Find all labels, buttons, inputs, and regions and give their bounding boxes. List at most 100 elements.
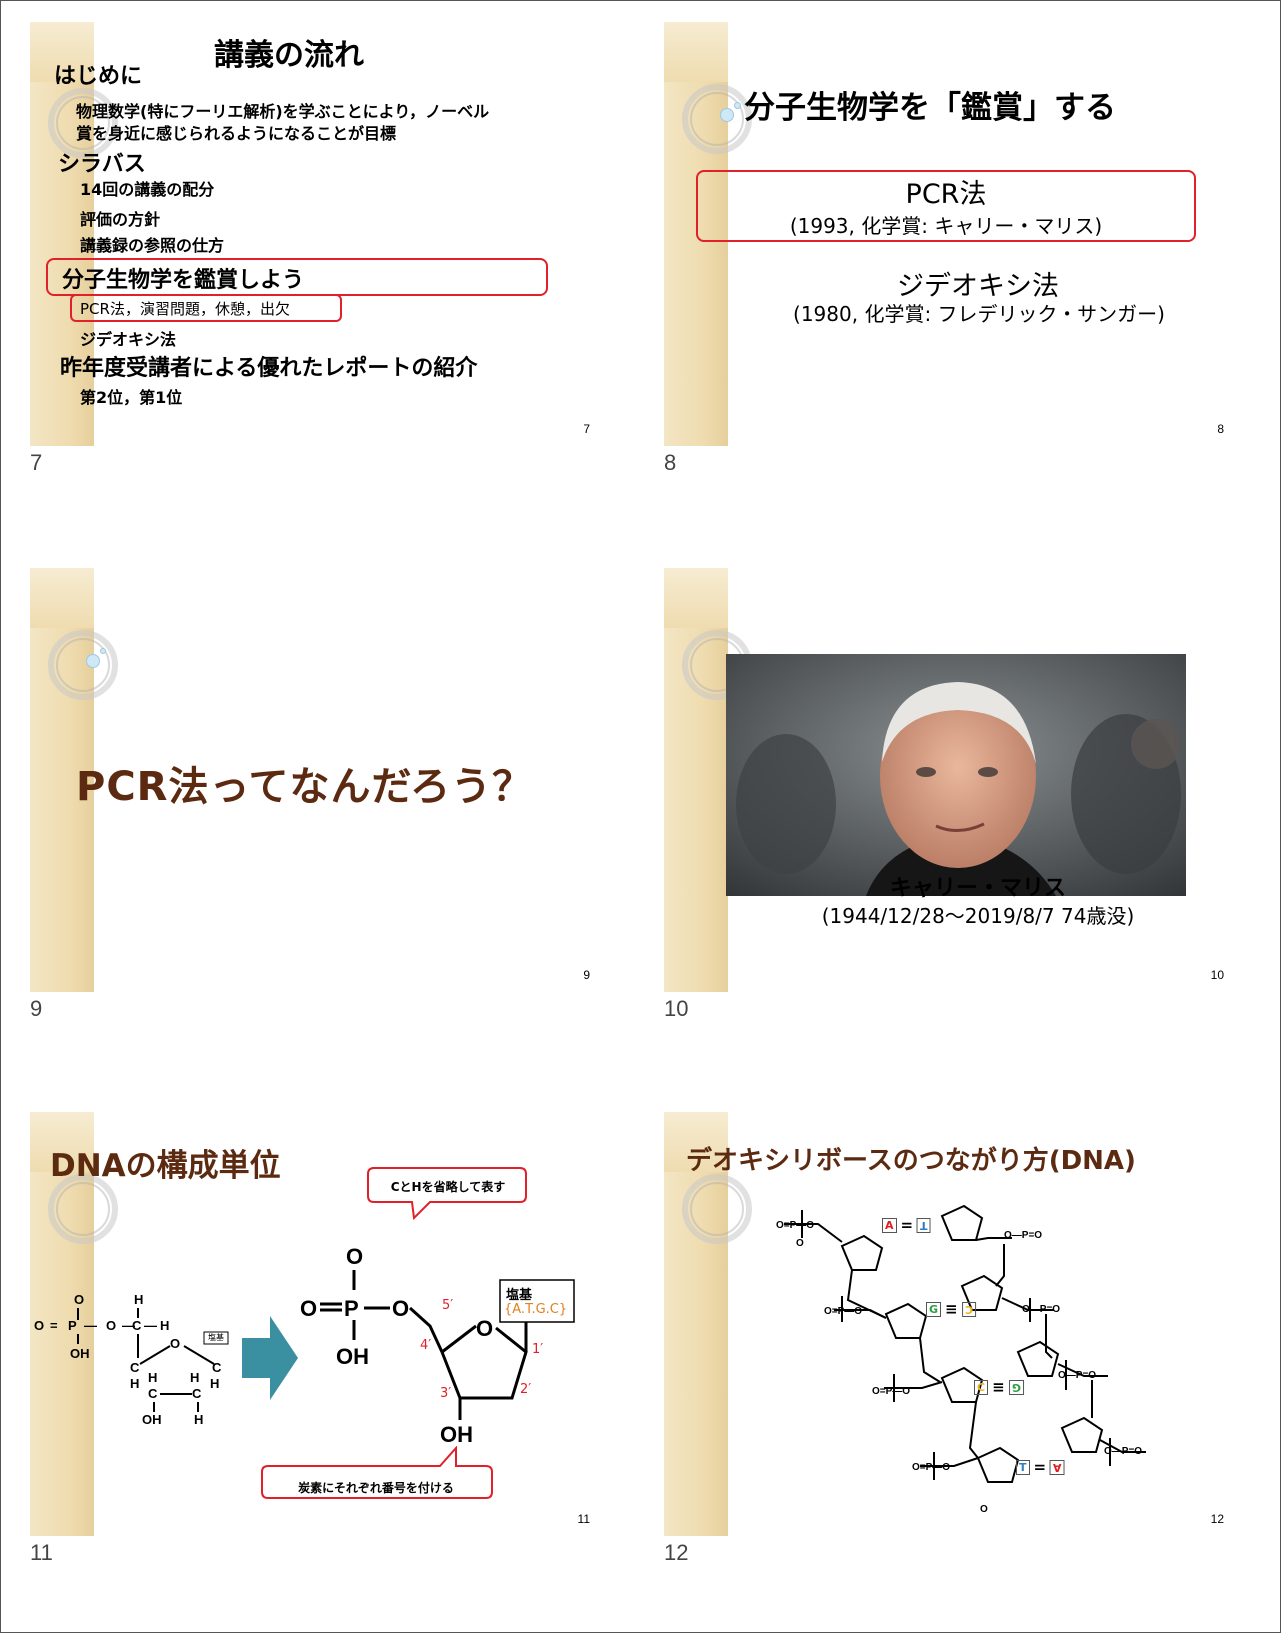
svg-text:—: — [84, 1318, 97, 1333]
heading-intro: はじめに [54, 64, 143, 89]
svg-text:—: — [122, 1318, 135, 1333]
svg-text:OH: OH [336, 1344, 369, 1369]
base-letters: {A.T.G.C} [504, 1302, 568, 1317]
svg-text:O—P=O: O—P=O [1022, 1304, 1060, 1315]
base-pair: C ≡ G [974, 1378, 1024, 1396]
svg-text:H: H [134, 1292, 143, 1307]
svg-text:C: C [130, 1360, 140, 1375]
report-item: 第2位，第1位 [80, 388, 183, 407]
svg-text:H: H [130, 1376, 139, 1391]
base-pair: A = T [882, 1216, 931, 1234]
dideoxy-subtitle: (1980, 化学賞: フレデリック・サンガー) [793, 302, 1165, 326]
svg-text:C: C [148, 1386, 158, 1401]
decorative-ring-icon [682, 1174, 752, 1244]
decorative-ring-icon [682, 84, 752, 154]
svg-text:OH: OH [142, 1412, 162, 1427]
svg-text:OH: OH [70, 1346, 90, 1361]
heading-syllabus: シラバス [58, 152, 146, 177]
small-base-label: 塩基 [208, 1333, 224, 1342]
slide-caption: 10 [664, 996, 689, 1021]
slide-10[interactable]: キャリー・マリス (1944/12/28〜2019/8/7 74歳没) 10 [664, 568, 1238, 992]
svg-text:O—P=O: O—P=O [1004, 1230, 1042, 1241]
callout-bottom [261, 1446, 493, 1499]
slide-7[interactable]: 講義の流れ はじめに 物理数学(特にフーリエ解析)を学ぶことにより，ノーベル 賞… [30, 22, 604, 446]
base-pair: G ≡ C [926, 1300, 976, 1318]
slide-9[interactable]: PCR法ってなんだろう？ 9 [30, 568, 604, 992]
heading-molecular-biology: 分子生物学を鑑賞しよう [62, 268, 305, 293]
hydrogen-bond: = [1033, 1458, 1047, 1476]
slide-8[interactable]: 分子生物学を「鑑賞」する PCR法 (1993, 化学賞: キャリー・マリス) … [664, 22, 1238, 446]
base-letter: G [926, 1301, 942, 1317]
bubble-icon [720, 108, 734, 122]
svg-text:O: O [346, 1244, 363, 1269]
decorative-ring-icon [48, 88, 118, 158]
intro-text-line-2: 賞を身近に感じられるようになることが目標 [76, 124, 397, 143]
svg-text:=: = [50, 1318, 58, 1333]
right-arrow-icon [242, 1316, 298, 1400]
syllabus-item: 講義録の参照の仕方 [80, 236, 225, 255]
dna-strand-diagram: O=P—OO O—P=OO=P—O O—P=OO=P—O O—P=OO=P—O … [776, 1204, 1146, 1515]
slide-caption: 12 [664, 1540, 689, 1565]
svg-text:O: O [300, 1296, 317, 1321]
svg-text:O: O [170, 1336, 180, 1351]
slide-number: 11 [577, 1512, 590, 1526]
svg-text:—: — [144, 1318, 157, 1333]
pcr-subtitle: (1993, 化学賞: キャリー・マリス) [789, 214, 1103, 238]
dideoxy-heading: ジデオキシ法 [897, 271, 1059, 302]
syllabus-item: 評価の方針 [80, 210, 161, 229]
decorative-ring-icon [48, 630, 118, 700]
base-letter: A [1050, 1459, 1065, 1475]
slide-caption: 11 [30, 1540, 53, 1565]
slide-caption: 9 [30, 996, 43, 1021]
svg-text:O: O [796, 1238, 804, 1249]
decorative-strip-top [30, 22, 94, 82]
svg-text:O: O [34, 1318, 44, 1333]
syllabus-item: 14回の講義の配分 [80, 180, 215, 199]
base-letter: A [882, 1217, 897, 1233]
decorative-ring-icon [56, 1182, 110, 1236]
svg-text:O=P—O: O=P—O [776, 1220, 814, 1231]
svg-text:H: H [190, 1370, 199, 1385]
slide-title: PCR法ってなんだろう？ [76, 764, 534, 810]
bubble-icon [86, 654, 100, 668]
base-letter: T [1016, 1459, 1030, 1475]
svg-text:H: H [160, 1318, 169, 1333]
base-label: 塩基 [506, 1288, 533, 1303]
slide-number: 12 [1210, 1512, 1224, 1526]
portrait-photo [726, 654, 1186, 896]
svg-text:O: O [392, 1296, 409, 1321]
decorative-strip-top [30, 568, 94, 628]
carbon-label: 2′ [520, 1382, 532, 1397]
svg-text:P: P [68, 1318, 77, 1333]
bubble-icon [100, 648, 106, 654]
svg-text:OH: OH [440, 1422, 473, 1442]
hydrogen-bond: ≡ [992, 1378, 1005, 1396]
svg-text:O=P—O: O=P—O [872, 1386, 910, 1397]
slide-title: デオキシリボースのつながり方(DNA) [686, 1146, 1136, 1176]
slide-number: 9 [583, 968, 590, 982]
callout-top [367, 1167, 527, 1221]
slide-caption: 8 [664, 450, 677, 475]
slide-11[interactable]: DNAの構成単位 CとHを省略して表す O O=P —O— C—H H OH C… [30, 1112, 604, 1536]
deoxyribose-skeletal-formula: O O P O OH O OH [300, 1244, 575, 1442]
topic-item: PCR法，演習問題，休憩，出欠 [80, 300, 290, 318]
base-letter: G [1008, 1379, 1024, 1395]
svg-text:O=P—O: O=P—O [824, 1306, 862, 1317]
person-name: キャリー・マリス [889, 876, 1066, 901]
carbon-label: 5′ [442, 1298, 454, 1313]
svg-text:O: O [476, 1316, 493, 1341]
slide-number: 7 [583, 422, 590, 436]
decorative-ring-icon [56, 638, 110, 692]
slide-title: 分子生物学を「鑑賞」する [744, 90, 1116, 126]
base-letter: C [974, 1379, 989, 1395]
decorative-strip-top [664, 22, 728, 82]
decorative-strip-top [664, 568, 728, 628]
topic-item: ジデオキシ法 [80, 330, 177, 349]
decorative-ring-icon [56, 96, 110, 150]
svg-text:H: H [210, 1376, 219, 1391]
svg-text:P: P [344, 1296, 359, 1321]
decorative-strip-top [664, 1112, 728, 1172]
slide-title: 講義の流れ [214, 38, 364, 73]
